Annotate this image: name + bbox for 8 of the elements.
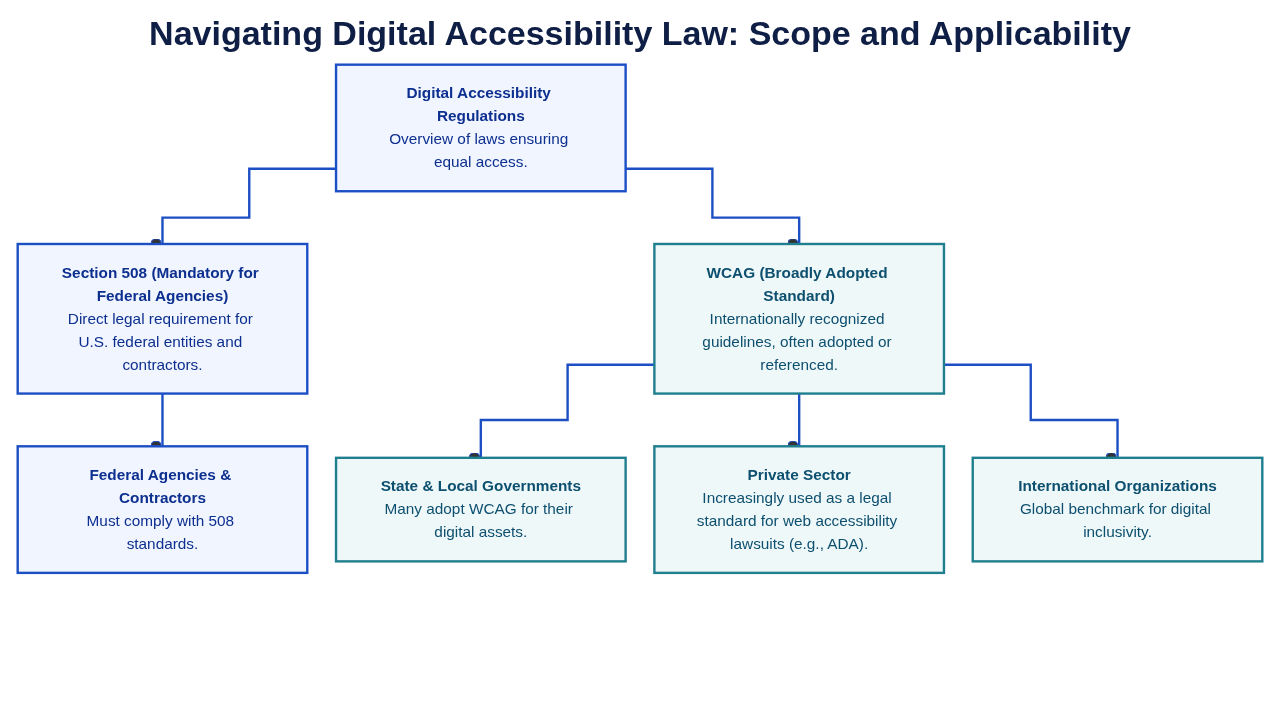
diagram-title: Navigating Digital Accessibility Law: Scope and Applicability xyxy=(148,14,1132,53)
node-box xyxy=(653,445,946,575)
node-box xyxy=(16,242,309,395)
node-box xyxy=(653,242,946,395)
node-box xyxy=(334,63,627,193)
node-box xyxy=(16,445,309,575)
node-box xyxy=(334,456,627,563)
node-box xyxy=(971,456,1264,563)
